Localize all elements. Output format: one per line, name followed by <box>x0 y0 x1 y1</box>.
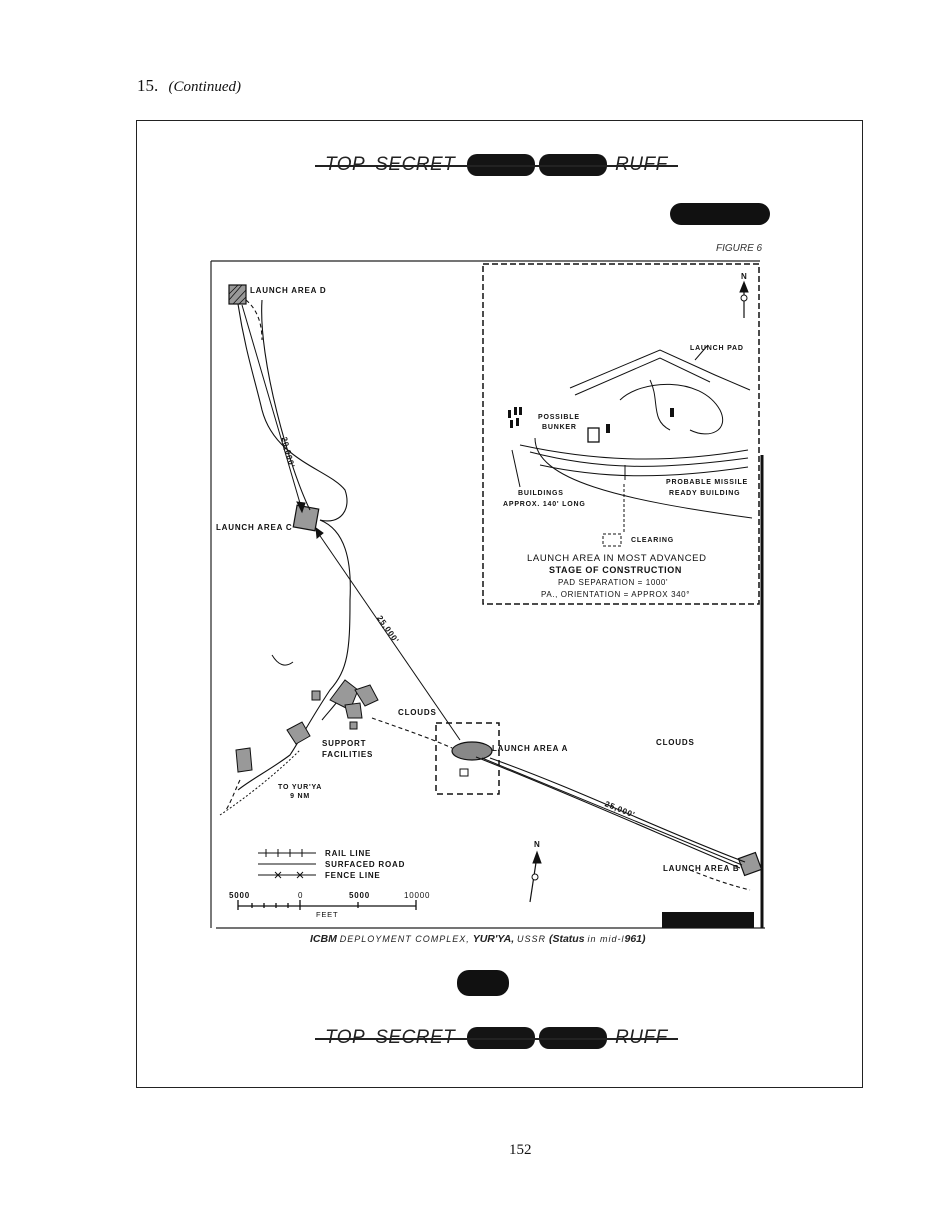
caption-part: DEPLOYMENT COMPLEX, <box>339 934 470 944</box>
inset-possible-label: POSSIBLE <box>538 414 580 421</box>
scale-label-right: 10000 <box>404 891 431 900</box>
continued-label: (Continued) <box>168 79 242 95</box>
support-facilities-area <box>235 654 379 773</box>
caption-part: YUR'YA, <box>472 933 515 945</box>
launch-area-a-marker <box>451 741 493 777</box>
launch-area-c-label: LAUNCH AREA C <box>216 523 293 532</box>
classif-word-secret: SECRET <box>375 1027 456 1049</box>
launch-area-a-callout-box <box>435 722 500 795</box>
inset-clearing-label: CLEARING <box>631 537 674 544</box>
inset-bunker-label: BUNKER <box>542 424 577 431</box>
inset-buildings-label: BUILDINGS APPROX. 140' LONG <box>503 488 586 510</box>
classification-banner-bottom: TOP SECRET RUFF <box>315 1027 678 1049</box>
buildings-line1: BUILDINGS <box>518 490 564 497</box>
caption-part: 961) <box>624 933 646 945</box>
classif-word-ruff: RUFF <box>615 1027 668 1049</box>
legend-rail-label: RAIL LINE <box>325 849 372 858</box>
launch-area-d-label: LAUNCH AREA D <box>250 286 327 295</box>
scale-label-left: 5000 <box>229 891 250 900</box>
inset-note-line4: PA., ORIENTATION = APPROX 340° <box>541 590 691 599</box>
launch-area-b-marker <box>737 851 763 877</box>
inset-note-line1: LAUNCH AREA IN MOST ADVANCED <box>527 553 707 564</box>
figure-caption: ICBM DEPLOYMENT COMPLEX, YUR'YA, USSR (S… <box>310 933 646 945</box>
launch-area-a-label: LAUNCH AREA A <box>492 744 569 753</box>
map-legend-symbols <box>258 849 316 879</box>
to-yurya-line2: 9 NM <box>290 793 311 800</box>
rail-line <box>219 749 301 816</box>
distance-arrows <box>241 304 743 866</box>
scale-bar <box>237 900 417 910</box>
inset-note-line2: STAGE OF CONSTRUCTION <box>549 565 682 575</box>
launch-area-d-marker <box>228 284 247 305</box>
classif-word-top: TOP <box>325 154 366 176</box>
north-label: N <box>534 840 541 849</box>
north-arrow <box>529 850 542 903</box>
inset-north-label: N <box>741 272 748 281</box>
classif-word-top: TOP <box>325 1027 366 1049</box>
caption-part: in mid-l <box>587 934 625 944</box>
clouds-label: CLOUDS <box>398 708 437 717</box>
probable-line1: PROBABLE MISSILE <box>666 479 749 486</box>
caption-part: USSR <box>517 934 547 944</box>
legend-road-label: SURFACED ROAD <box>325 860 406 869</box>
inset-probable-label: PROBABLE MISSILE READY BUILDING <box>666 477 748 499</box>
inset-note-line3: PAD SEPARATION = 1000' <box>558 578 669 587</box>
fence-lines <box>225 299 751 891</box>
classif-word-ruff: RUFF <box>615 154 668 176</box>
inset-launch-pad-label: LAUNCH PAD <box>690 345 744 352</box>
launch-area-b-label: LAUNCH AREA B <box>663 864 740 873</box>
figure-label: FIGURE 6 <box>716 243 763 254</box>
redaction-block <box>670 203 770 225</box>
section-number: 15. <box>137 76 159 95</box>
scale-label-zero: 0 <box>298 891 304 900</box>
probable-line2: READY BUILDING <box>669 490 741 497</box>
buildings-line2: APPROX. 140' LONG <box>503 501 586 508</box>
classif-word-secret: SECRET <box>375 154 456 176</box>
support-label-line2: FACILITIES <box>322 750 374 759</box>
caption-part: (Status <box>548 933 585 945</box>
page-number: 152 <box>509 1142 532 1158</box>
redaction-block <box>662 912 754 928</box>
scale-unit-label: FEET <box>316 910 339 919</box>
inset-drawing <box>511 344 753 547</box>
strike-line <box>315 165 678 167</box>
to-yurya-line1: TO YUR'YA <box>278 784 323 791</box>
inset-north-arrow <box>739 280 749 318</box>
support-label-line1: SUPPORT <box>322 739 367 748</box>
strike-line <box>315 1038 678 1040</box>
redaction-block <box>457 970 509 996</box>
classification-banner-top: TOP SECRET RUFF <box>315 154 678 176</box>
support-facilities-label: SUPPORT FACILITIES <box>322 738 373 760</box>
launch-area-c-marker <box>292 504 320 532</box>
clouds-label: CLOUDS <box>656 738 695 747</box>
legend-fence-label: FENCE LINE <box>325 871 381 880</box>
surfaced-roads <box>237 299 746 869</box>
caption-part: ICBM <box>310 933 337 945</box>
to-yurya-label: TO YUR'YA 9 NM <box>278 783 322 801</box>
section-header: 15. (Continued) <box>137 76 241 96</box>
figure-frame <box>136 120 863 1088</box>
scale-label-mid: 5000 <box>349 891 370 900</box>
inset-buildings <box>508 407 674 433</box>
inset-box <box>482 263 760 605</box>
